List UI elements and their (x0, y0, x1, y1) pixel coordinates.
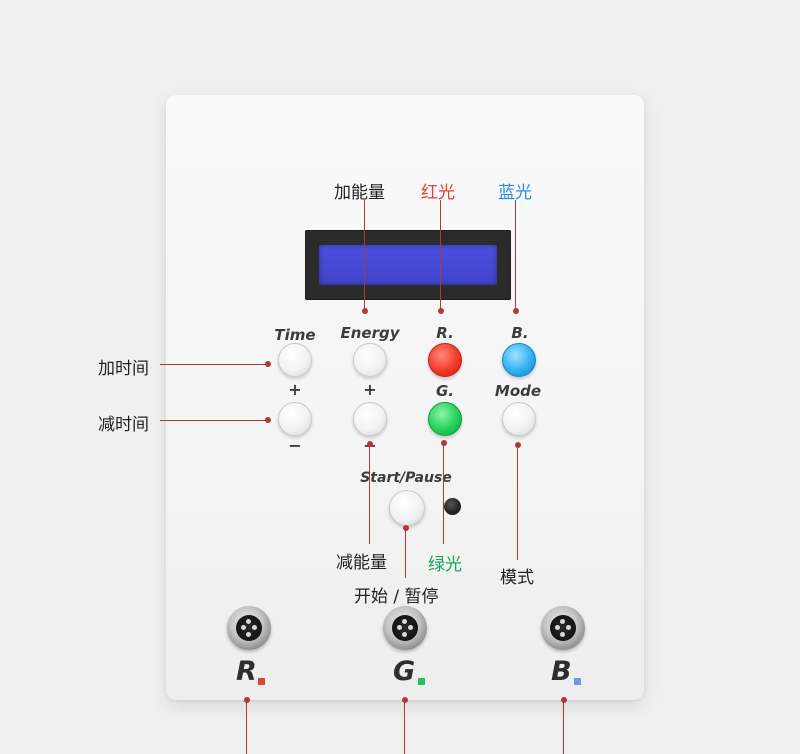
g-connector-pin (402, 619, 407, 624)
reduce-energy-callout: 减能量 (336, 553, 387, 573)
b-output-dot (561, 697, 567, 703)
r-connector-label: R (236, 656, 257, 687)
add-energy-dot (362, 308, 368, 314)
b-connector-label: B (551, 656, 572, 687)
time-minus-sign: − (288, 436, 302, 455)
g-connector-pin (402, 632, 407, 637)
g-color-mark (418, 678, 425, 685)
add-time-line (160, 364, 268, 365)
time-plus-sign: + (288, 380, 302, 399)
b-connector (541, 606, 585, 650)
mode-button[interactable] (502, 402, 536, 436)
time-label: Time (274, 326, 316, 344)
g-connector-label: G (393, 656, 416, 687)
energy-plus-sign: + (363, 380, 377, 399)
control-panel (166, 95, 644, 700)
mode-callout: 模式 (500, 568, 534, 588)
b-connector-pin (560, 632, 565, 637)
start-pause-callout: 开始 / 暂停 (354, 587, 439, 607)
start-pause-button[interactable] (389, 490, 425, 526)
red-light-line (440, 200, 441, 311)
add-energy-callout: 加能量 (334, 183, 385, 203)
green-light-button[interactable] (428, 402, 462, 436)
red-light-button[interactable] (428, 343, 462, 377)
energy-plus-button[interactable] (353, 343, 387, 377)
reduce-time-dot (265, 417, 271, 423)
start-pause-dot (403, 525, 409, 531)
r-connector-pin (246, 619, 251, 624)
g-connector (383, 606, 427, 650)
red-light-dot (438, 308, 444, 314)
b-color-mark (574, 678, 581, 685)
b-connector-pin (566, 625, 571, 630)
reduce-energy-dot (367, 441, 373, 447)
time-plus-button[interactable] (278, 343, 312, 377)
b-connector-socket (550, 615, 576, 641)
lcd-screen (319, 245, 497, 285)
green-light-dot (441, 440, 447, 446)
time-minus-button[interactable] (278, 402, 312, 436)
start-pause-label: Start/Pause (360, 470, 452, 486)
start-pause-line (405, 528, 406, 578)
b-connector-pin (560, 619, 565, 624)
g-output-line (404, 700, 405, 754)
reduce-energy-line (369, 444, 370, 544)
r-color-mark (258, 678, 265, 685)
blue-light-button[interactable] (502, 343, 536, 377)
mode-line (517, 445, 518, 560)
blue-light-callout: 蓝光 (498, 183, 532, 203)
r-output-line (246, 700, 247, 754)
red-light-callout: 红光 (421, 183, 455, 203)
energy-minus-button[interactable] (353, 402, 387, 436)
r-connector-pin (241, 625, 246, 630)
blue-light-dot (513, 308, 519, 314)
reduce-time-callout: 减时间 (98, 415, 149, 435)
b-label: B. (511, 324, 529, 342)
g-connector-socket (392, 615, 418, 641)
mode-dot (515, 442, 521, 448)
b-output-line (563, 700, 564, 754)
status-led (444, 498, 461, 515)
blue-light-line (515, 200, 516, 311)
g-label: G. (435, 382, 455, 400)
energy-label: Energy (340, 324, 400, 342)
green-light-callout: 绿光 (428, 555, 462, 575)
add-time-callout: 加时间 (98, 359, 149, 379)
b-connector-pin (555, 625, 560, 630)
g-output-dot (402, 697, 408, 703)
r-label: R. (436, 324, 454, 342)
add-energy-line (364, 200, 365, 311)
r-connector-socket (236, 615, 262, 641)
add-time-dot (265, 361, 271, 367)
lcd-display (305, 230, 511, 300)
r-connector (227, 606, 271, 650)
green-light-line (443, 443, 444, 544)
r-output-dot (244, 697, 250, 703)
mode-label: Mode (494, 382, 542, 400)
g-connector-pin (397, 625, 402, 630)
r-connector-pin (246, 632, 251, 637)
r-connector-pin (252, 625, 257, 630)
reduce-time-line (160, 420, 268, 421)
g-connector-pin (408, 625, 413, 630)
